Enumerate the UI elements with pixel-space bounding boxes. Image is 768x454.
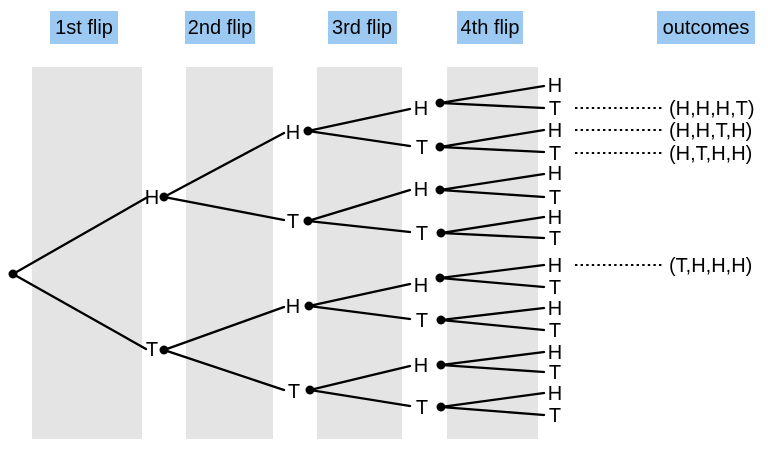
tree-edge [438,84,546,105]
node-label-flip2: T [288,381,300,403]
node-label-flip3: H [414,275,428,297]
node-label-flip3: H [414,98,428,120]
node-label-flip3: H [414,355,428,377]
header-badge-flip3 [328,11,397,44]
tree-edge [307,282,412,308]
branch-node-dot [436,315,446,325]
branch-node-dot [436,360,446,370]
leaf-label-flip4: T [549,228,561,250]
branch-node-dot [436,228,446,238]
tree-edge [306,129,412,148]
header-badge-flip2 [185,11,255,44]
header-badge-flip4 [457,11,523,44]
branch-node-dot [159,345,169,355]
tree-edge [438,188,546,199]
tree-edge [439,306,546,322]
leaf-label-flip4: H [548,75,562,97]
leaf-label-flip4: H [548,207,562,229]
column-band-flip3 [317,67,402,439]
tree-edge [439,363,546,374]
header-label-outcomes: outcomes [663,17,750,39]
tree-edge [162,131,286,199]
header-label-flip1: 1st flip [55,17,113,39]
tree-edge [11,196,148,276]
node-label-flip3: T [416,397,428,419]
leaf-label-flip4: H [548,342,562,364]
tree-edge [307,304,412,321]
tree-edge [438,101,546,110]
leaf-label-flip4: T [549,277,561,299]
leaf-label-flip4: T [549,187,561,209]
node-label-flip1: T [146,339,158,361]
branch-node-dot [303,126,313,136]
node-label-flip3: T [416,137,428,159]
tree-edge [306,107,412,133]
outcome-label: (H,H,H,T) [669,98,755,120]
tree-edge [308,364,412,392]
tree-edge [162,348,286,392]
header-badge-flip1 [50,11,118,44]
node-label-flip2: H [286,296,300,318]
column-band-flip4 [447,67,538,439]
leaf-label-flip4: T [549,362,561,384]
tree-edge [439,318,546,332]
branch-node-dot [436,402,446,412]
branch-node-dot [304,301,314,311]
tree-edge [439,405,546,417]
outcome-label: (H,T,H,H) [669,143,752,165]
tree-edge [438,276,546,289]
leaf-label-flip4: T [549,98,561,120]
node-label-flip2: H [286,122,300,144]
branch-node-dot [159,192,169,202]
tree-edge [11,272,148,351]
tree-edge [308,388,412,408]
column-band-flip2 [186,67,273,439]
node-label-flip2: T [287,211,299,233]
leaf-label-flip4: H [548,383,562,405]
tree-edge [306,188,412,223]
header-badge-outcomes [657,11,755,44]
header-label-flip3: 3rd flip [332,17,392,39]
leaf-label-flip4: H [548,298,562,320]
leaf-label-flip4: T [549,320,561,342]
tree-edge [162,305,286,352]
branch-node-dot [435,185,445,195]
leaf-label-flip4: T [549,143,561,165]
outcome-label: (H,H,T,H) [669,120,752,142]
leaf-label-flip4: H [548,163,562,185]
tree-edge [306,219,412,234]
node-label-flip1: H [145,187,159,209]
tree-edge [162,195,286,222]
tree-edge [438,128,546,149]
leaf-label-flip4: H [548,120,562,142]
branch-node-dot [435,142,445,152]
tree-edge [438,172,546,192]
tree-edge [439,350,546,367]
node-label-flip3: T [416,310,428,332]
leaf-label-flip4: H [548,255,562,277]
header-label-flip4: 4th flip [461,17,520,39]
branch-node-dot [303,216,313,226]
tree-edge [438,263,546,280]
tree-edge [439,231,546,240]
branch-node-dot-root [8,269,18,279]
branch-node-dot [305,385,315,395]
tree-edge [438,145,546,154]
outcome-label: (T,H,H,H) [669,255,752,277]
node-label-flip3: T [416,223,428,245]
tree-edge [439,391,546,409]
branch-node-dot [435,273,445,283]
leaf-label-flip4: T [549,405,561,427]
node-label-flip3: H [414,179,428,201]
tree-edge [439,215,546,235]
branch-node-dot [435,98,445,108]
header-label-flip2: 2nd flip [188,17,253,39]
